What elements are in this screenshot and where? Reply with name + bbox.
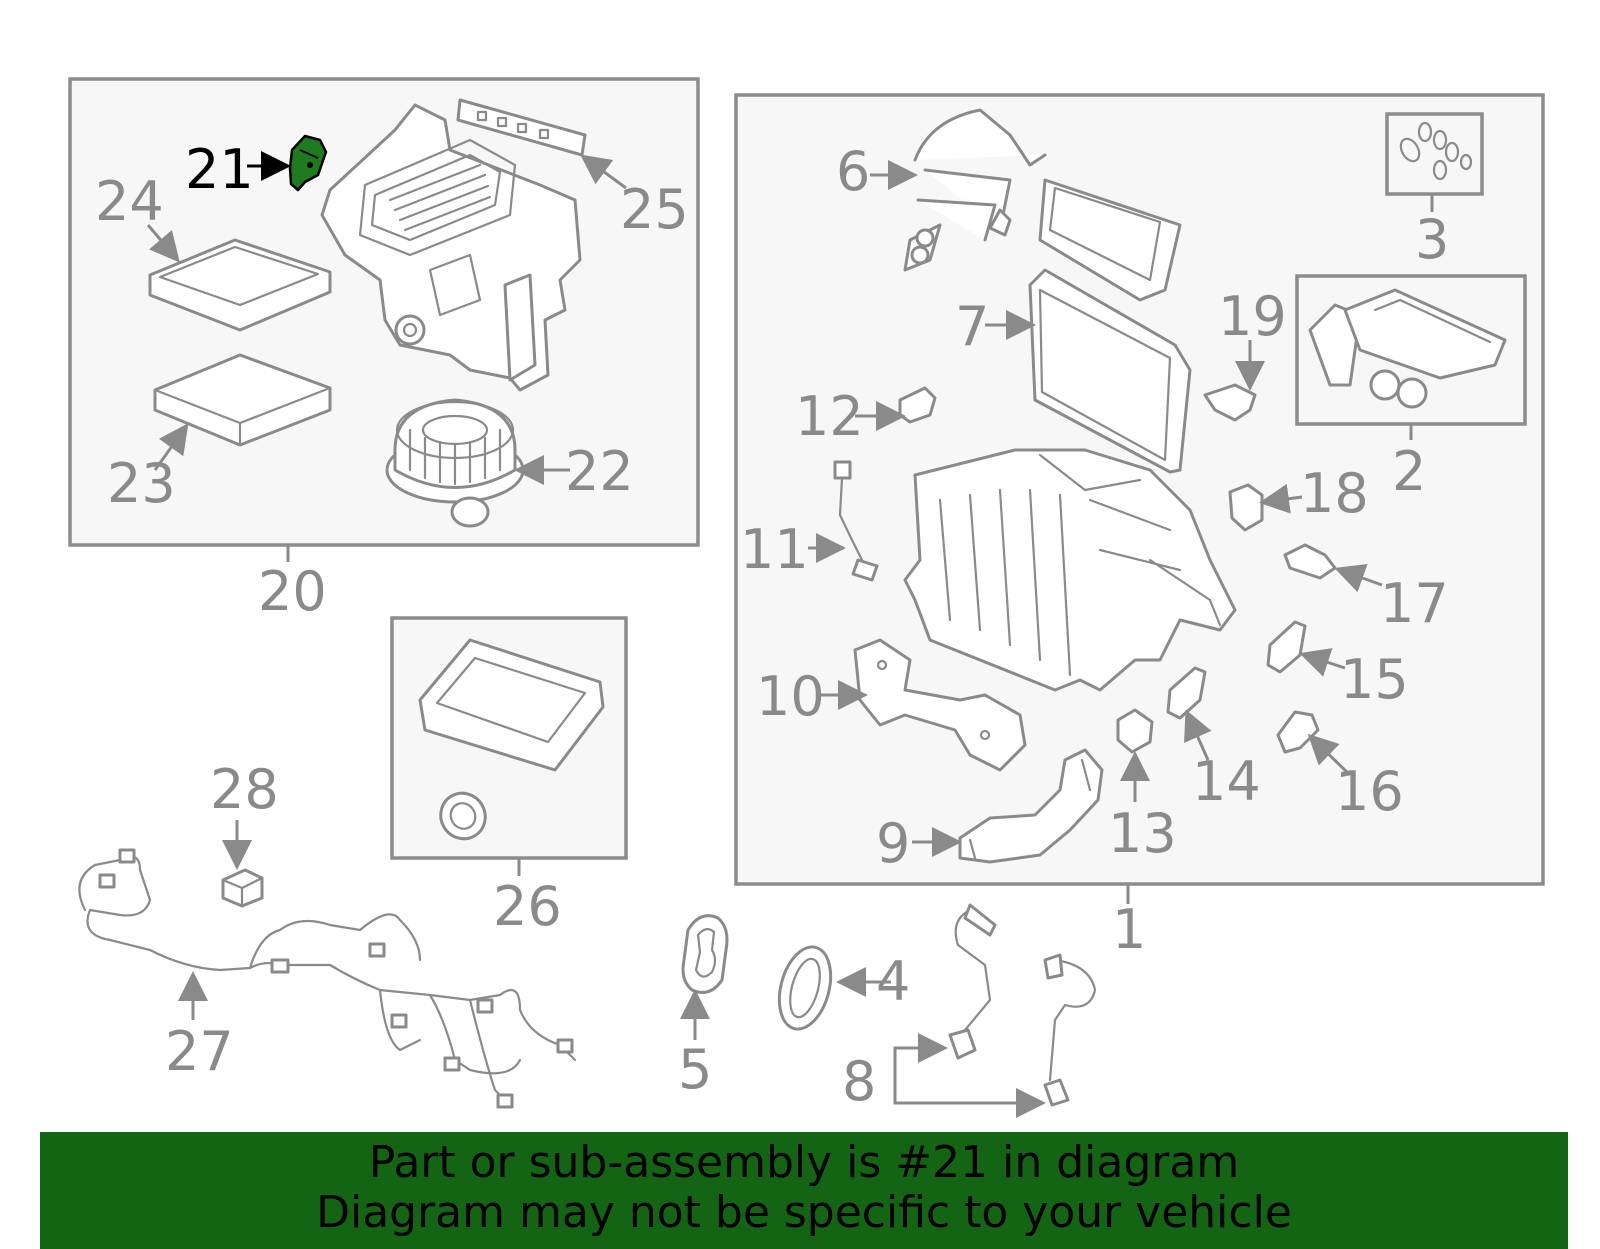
part-13-sensor	[1116, 708, 1154, 754]
part-2-duct-box	[1295, 274, 1527, 440]
part-4-grommet	[777, 945, 833, 1031]
callout-21: 21	[185, 138, 254, 201]
callout-27: 27	[165, 1020, 234, 1083]
callout-12: 12	[795, 385, 864, 448]
callout-1: 1	[1112, 898, 1146, 961]
part-5-grommet	[681, 914, 729, 994]
blower-case-part	[320, 103, 582, 392]
callout-19: 19	[1218, 285, 1287, 348]
hvac-case-part	[903, 448, 1237, 692]
part-22-blower-motor	[385, 398, 525, 528]
part-16-sensor	[1276, 710, 1320, 754]
part-7-evaporator	[1028, 268, 1192, 474]
part-27-wire-harness	[78, 848, 577, 1109]
callout-6: 6	[836, 140, 870, 203]
callout-2: 2	[1392, 440, 1426, 503]
callout-23: 23	[107, 452, 176, 515]
callout-5: 5	[678, 1038, 712, 1101]
callout-14: 14	[1192, 750, 1261, 813]
info-banner: Part or sub-assembly is #21 in diagram D…	[40, 1132, 1568, 1249]
callout-24: 24	[95, 170, 164, 233]
callout-4: 4	[876, 950, 910, 1013]
part-28-relay	[221, 868, 264, 908]
banner-line-2: Diagram may not be specific to your vehi…	[316, 1187, 1292, 1238]
callout-22: 22	[565, 440, 634, 503]
part-9-duct	[958, 748, 1104, 864]
part-24-filter-frame	[148, 238, 332, 332]
callout-17: 17	[1380, 572, 1449, 635]
part-11-wire	[833, 460, 879, 582]
callout-11: 11	[740, 518, 809, 581]
callout-26: 26	[493, 875, 562, 938]
callout-10: 10	[756, 665, 825, 728]
callout-13: 13	[1108, 802, 1177, 865]
part-8-pipes	[948, 903, 1097, 1107]
callout-8: 8	[842, 1050, 876, 1113]
part-18-actuator	[1228, 483, 1264, 532]
part-26-box	[390, 616, 628, 876]
part-10-bracket	[853, 638, 1027, 772]
callout-18: 18	[1300, 462, 1369, 525]
callout-3: 3	[1415, 208, 1449, 271]
callout-16: 16	[1335, 760, 1404, 823]
callout-7: 7	[955, 295, 989, 358]
callout-20: 20	[258, 560, 327, 623]
part-6-heater-core	[903, 108, 1182, 302]
part-23-cabin-filter	[153, 353, 332, 447]
callout-25: 25	[620, 178, 689, 241]
leader-lines	[146, 151, 1383, 1118]
callout-28: 28	[210, 758, 279, 821]
part-3-gasket-box	[1385, 112, 1484, 212]
callout-15: 15	[1340, 648, 1409, 711]
callout-9: 9	[876, 812, 910, 875]
banner-line-1: Part or sub-assembly is #21 in diagram	[368, 1137, 1240, 1188]
callout-labels: 1 2 3 4 5 6 7 8 9 10 11 12 13 14 15 16 1…	[95, 138, 1449, 1113]
part-14-seal	[1166, 666, 1207, 720]
